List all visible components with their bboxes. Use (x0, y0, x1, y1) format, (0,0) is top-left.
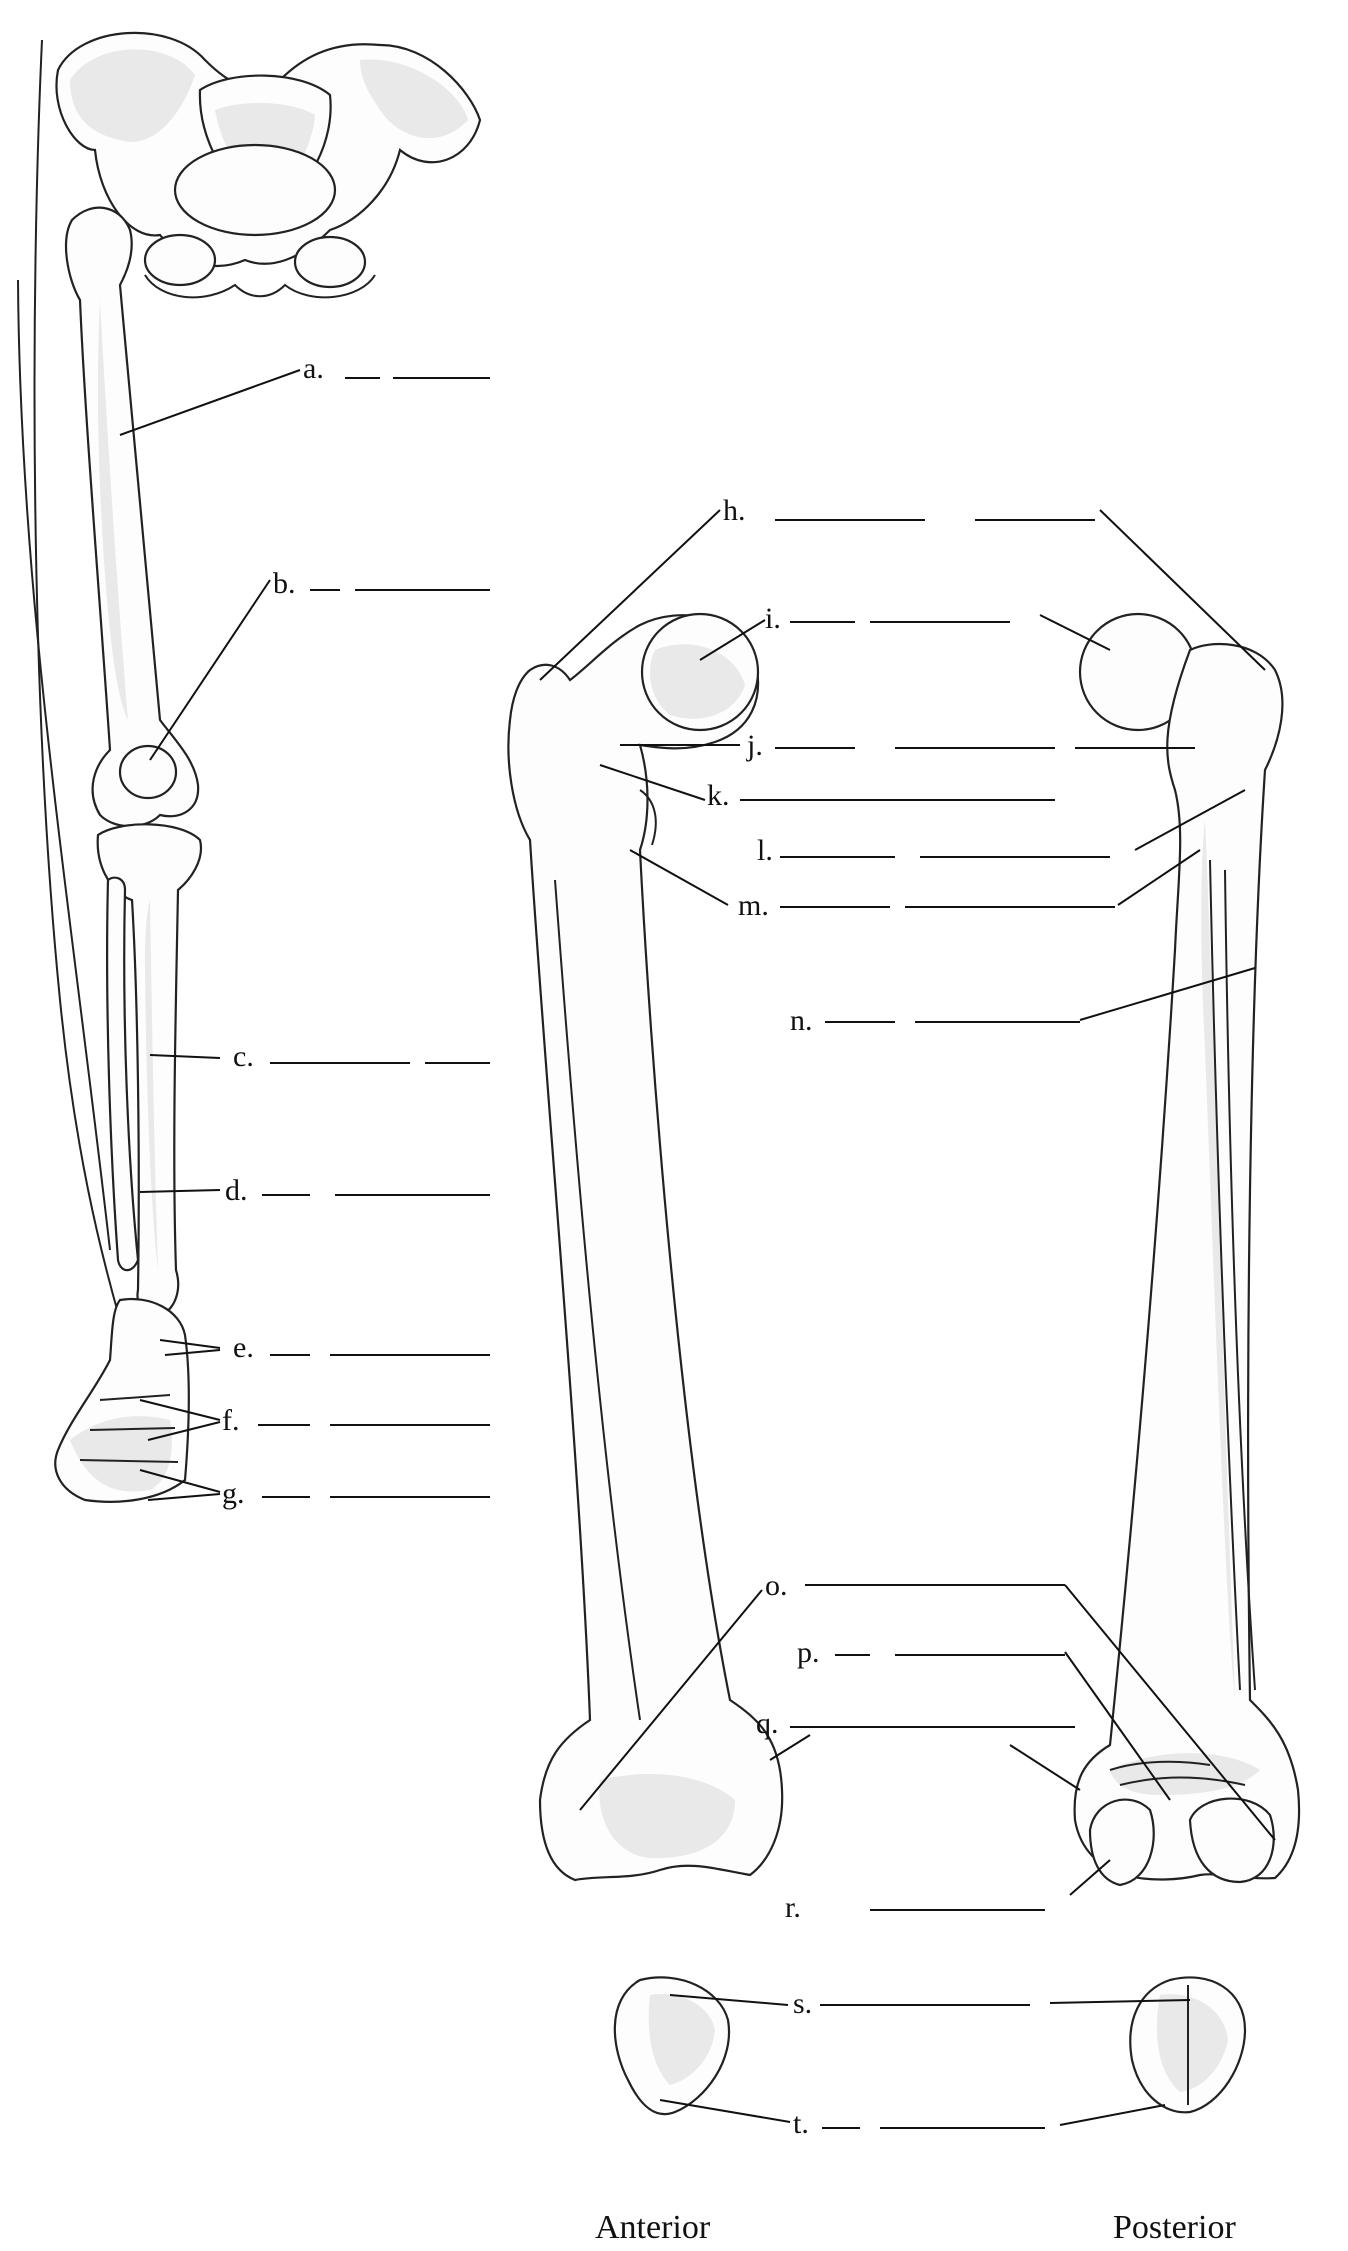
femur-in-limb (66, 208, 198, 827)
label-e: e. (233, 1331, 254, 1364)
label-l: l. (757, 834, 773, 867)
label-h: h. (723, 494, 746, 527)
label-p: p. (797, 1636, 820, 1669)
label-f: f. (222, 1404, 240, 1437)
label-t: t. (793, 2107, 809, 2140)
label-o: o. (765, 1569, 788, 1602)
label-c: c. (233, 1040, 254, 1073)
label-b: b. (273, 567, 296, 600)
caption-posterior: Posterior (1113, 2209, 1236, 2246)
femur-anterior (508, 614, 782, 1880)
tibia-fibula (98, 824, 201, 1316)
patella-posterior (1130, 1977, 1245, 2112)
label-k: k. (707, 779, 730, 812)
label-n: n. (790, 1004, 813, 1037)
femur-posterior (1075, 614, 1300, 1885)
foot (55, 1299, 188, 1502)
label-g: g. (222, 1477, 245, 1510)
label-a: a. (303, 352, 324, 385)
label-s: s. (793, 1987, 812, 2020)
label-j: j. (746, 729, 763, 762)
label-i: i. (765, 602, 781, 635)
label-d: d. (225, 1174, 248, 1207)
label-q: q. (756, 1707, 779, 1740)
lower-limb-illustration (18, 33, 480, 1502)
label-m: m. (738, 889, 769, 922)
label-r: r. (785, 1891, 801, 1924)
caption-anterior: Anterior (595, 2209, 711, 2246)
